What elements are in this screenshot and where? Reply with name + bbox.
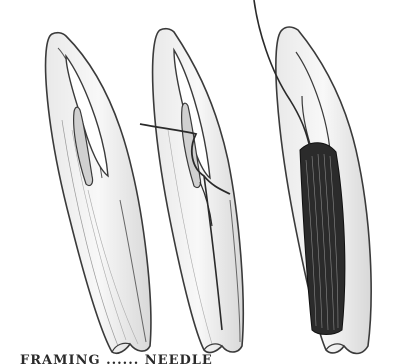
caption-text: FRAMING ...... NEEDLE: [20, 350, 320, 364]
netting-needle-wound: [254, 0, 371, 354]
netting-needle-empty: [46, 33, 151, 354]
netting-needle-winding-start: [140, 29, 243, 353]
